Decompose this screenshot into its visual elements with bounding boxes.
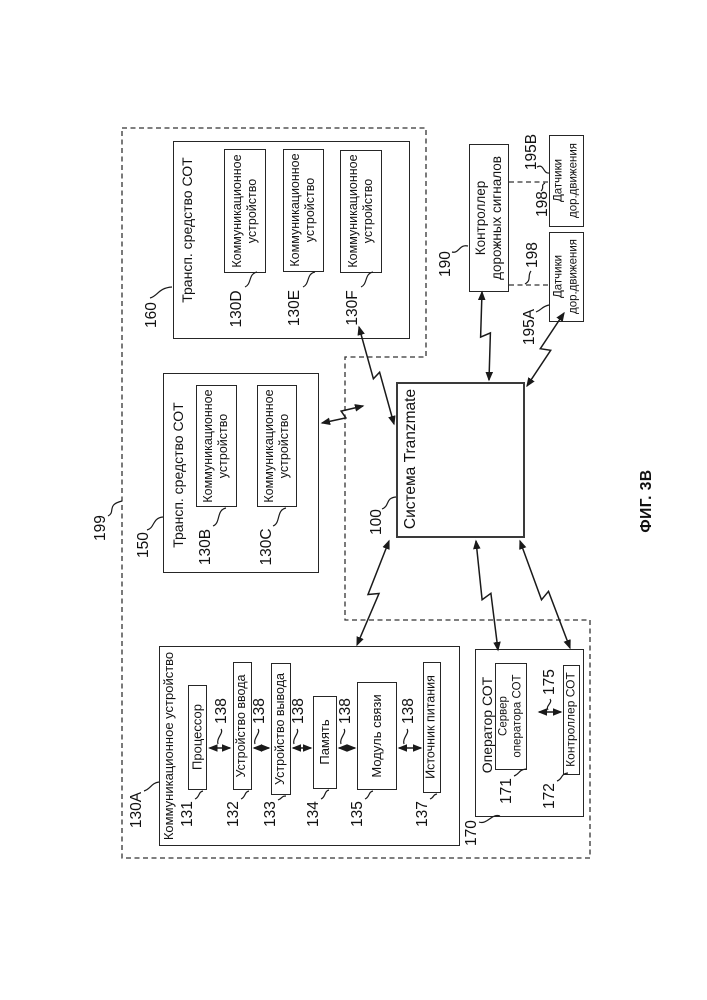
ref-130f-label: 130F [343, 290, 361, 326]
tranzmate-system-title: Система Tranzmate [401, 388, 419, 530]
comm-module-label: Модуль связи [369, 694, 385, 778]
memory-label: Память [317, 719, 333, 765]
arrow-system-to-130a [356, 539, 390, 647]
ref-198-lower-label: 198 [523, 242, 541, 268]
arrow-160-to-system [357, 325, 396, 426]
traffic-sensors-195b-label: Датчики дор.движения [552, 142, 579, 219]
comm-device-130b-label: Коммуникационное устройство [200, 389, 230, 503]
ref-195b-label: 195B [522, 133, 540, 171]
ref-134-label: 134 [304, 801, 322, 827]
ref-100-label: 100 [367, 509, 385, 535]
ref-195a-label: 195A [520, 308, 538, 346]
ref-131-label: 131 [178, 801, 196, 827]
ref-199-label: 199 [91, 515, 109, 541]
ref-172-label: 172 [540, 783, 558, 809]
operator-server-label: Сервер оператора СОТ [497, 674, 524, 758]
ref-132-label: 132 [224, 801, 242, 827]
processor-label: Процессор [189, 704, 205, 770]
leader-130a [143, 781, 160, 792]
ref-135-label: 135 [348, 801, 366, 827]
ref-138-label-1: 138 [212, 698, 230, 724]
comm-device-130f-label: Коммуникационное устройство [345, 154, 375, 268]
ref-137-label: 137 [413, 801, 431, 827]
arrow-system-to-170-right [519, 539, 571, 650]
ref-133-label: 133 [261, 801, 279, 827]
arrow-system-to-170-left [473, 539, 501, 652]
ref-130d-label: 130D [227, 290, 245, 328]
comm-device-130c-label: Коммуникационное устройство [261, 389, 291, 503]
traffic-controller-label: Контроллер дорожных сигналов [472, 156, 504, 280]
output-device-label: Устройство вывода [273, 673, 288, 785]
ref-138-label-4: 138 [336, 698, 354, 724]
ref-170-label: 170 [462, 820, 480, 846]
leader-199 [107, 500, 123, 517]
ref-198-upper-label: 198 [533, 191, 551, 217]
input-device-label: Устройство ввода [234, 674, 249, 778]
ref-138-label-2: 138 [250, 698, 268, 724]
ref-190-label: 190 [436, 251, 454, 277]
leader-160 [149, 286, 173, 299]
vehicle-150-title: Трансп. средство СОТ [170, 402, 187, 548]
ref-138-label-5: 138 [399, 698, 417, 724]
ref-130b-label: 130B [196, 528, 214, 566]
ref-171-label: 171 [497, 778, 515, 804]
leader-198-lower [524, 270, 532, 285]
ref-150-label: 150 [134, 532, 152, 558]
traffic-sensors-195a-label: Датчики дор.движения [552, 238, 579, 315]
ref-138-label-3: 138 [289, 698, 307, 724]
ref-160-label: 160 [142, 302, 160, 328]
comm-device-130e-label: Коммуникационное устройство [287, 153, 317, 267]
comm-device-130d-label: Коммуникационное устройство [229, 154, 259, 268]
comm-device-130a-title: Коммуникационное устройство [161, 651, 177, 841]
ref-130a-label: 130A [127, 791, 145, 829]
operator-title: Оператор СОТ [479, 676, 496, 774]
arrow-150-to-system [320, 404, 365, 426]
ref-130c-label: 130C [257, 528, 275, 566]
power-source-label: Источник питания [423, 675, 438, 779]
vehicle-160-title: Трансп. средство СОТ [179, 157, 196, 303]
operator-controller-label: Контроллер СОТ [563, 672, 578, 767]
figure-caption: ФИГ. 3В [637, 469, 655, 533]
ref-175-label: 175 [540, 669, 558, 695]
arrow-190-to-system [477, 290, 494, 382]
ref-130e-label: 130E [285, 289, 303, 327]
